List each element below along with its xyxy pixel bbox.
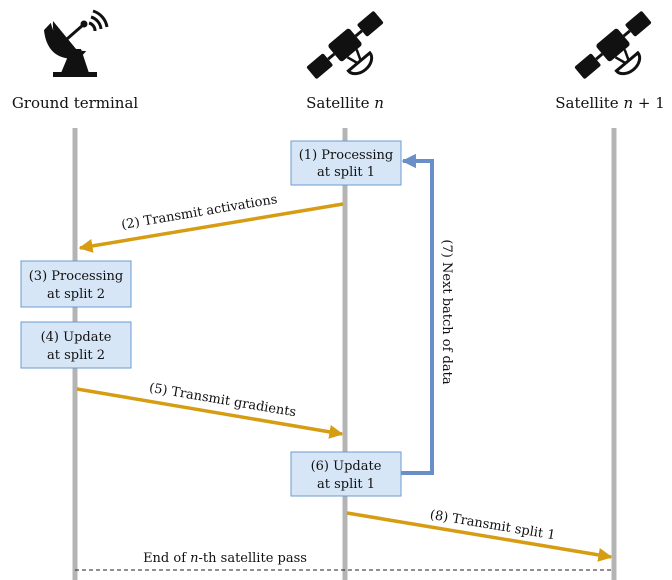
svg-text:(3) Processing: (3) Processing [29, 269, 124, 284]
process-box-6: (6) Update at split 1 [290, 451, 402, 497]
lane-label-ground: Ground terminal [12, 94, 139, 112]
lane-label-satellite-n: Satellite n [306, 94, 384, 112]
svg-text:at split 2: at split 2 [47, 287, 105, 302]
satellite-dish-icon [43, 9, 109, 77]
svg-text:at split 1: at split 1 [317, 165, 375, 180]
transmit-split-arrow [346, 511, 613, 562]
svg-text:(6) Update: (6) Update [311, 459, 382, 474]
process-box-1: (1) Processing at split 1 [290, 140, 402, 186]
svg-text:(1) Processing: (1) Processing [299, 148, 394, 163]
transmit-gradients-arrow [76, 387, 344, 439]
process-box-3: (3) Processing at split 2 [20, 260, 132, 308]
lane-label-satellite-n-plus-1: Satellite n + 1 [555, 94, 665, 112]
svg-text:(4) Update: (4) Update [41, 330, 112, 345]
svg-text:at split 1: at split 1 [317, 477, 375, 492]
end-of-pass-label: End of n-th satellite pass [143, 551, 307, 566]
satellite-icon [306, 11, 384, 79]
next-batch-loop-arrow [401, 153, 434, 475]
process-box-4: (4) Update at split 2 [20, 321, 132, 369]
transmit-activations-arrow [78, 202, 344, 253]
message-label-next-batch: (7) Next batch of data [439, 239, 454, 384]
satellite-icon [574, 11, 652, 79]
svg-text:at split 2: at split 2 [47, 348, 105, 363]
